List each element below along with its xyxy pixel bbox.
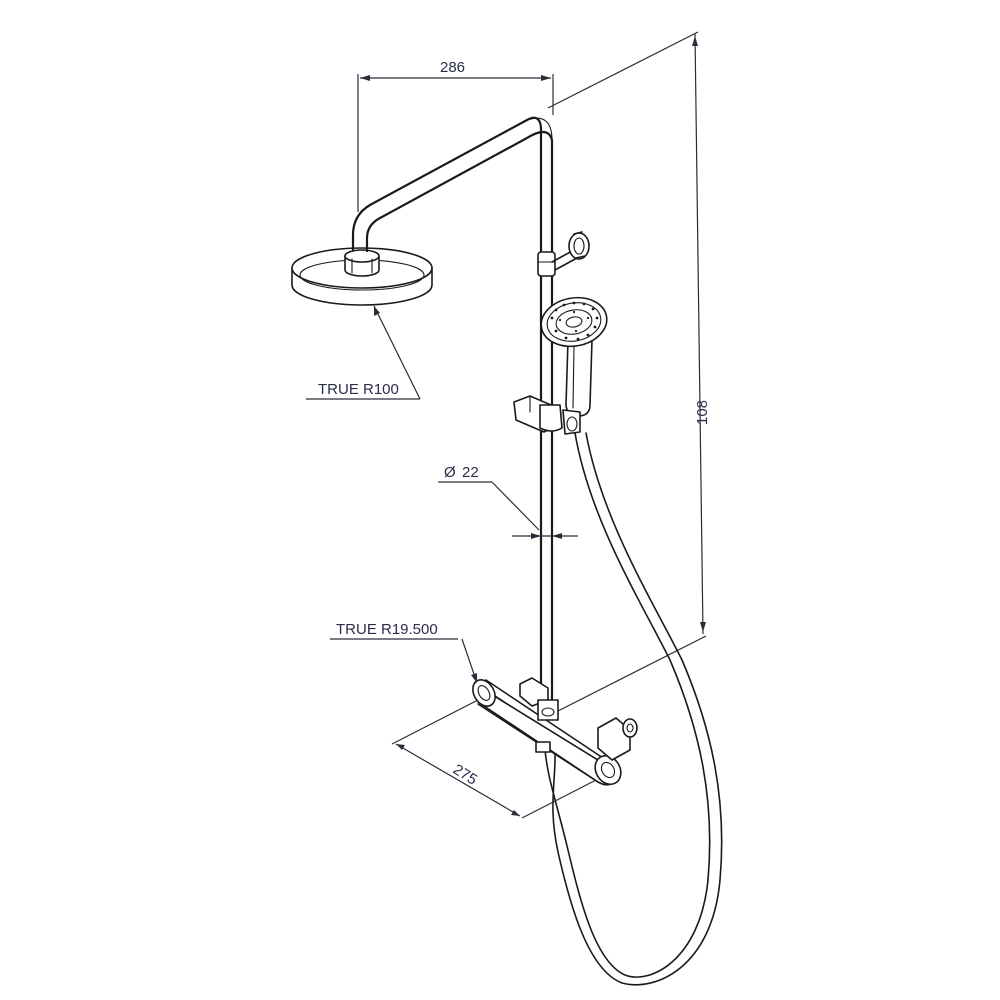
- leader-diameter-22: Ø 22: [438, 464, 578, 539]
- wall-bracket: [551, 231, 590, 271]
- hand-shower: [540, 296, 608, 417]
- shower-arm: [351, 116, 554, 254]
- dimension-275-label: 275: [450, 761, 480, 789]
- diameter-22-label: 22: [462, 464, 479, 481]
- leader-true-r19-500: TRUE R19.500: [330, 621, 477, 683]
- overhead-shower-head: [291, 247, 433, 306]
- shower-hose: [544, 432, 723, 986]
- diameter-symbol: Ø: [444, 464, 456, 481]
- dimension-108: 108: [547, 31, 711, 713]
- dimension-108-label: 108: [694, 400, 711, 425]
- slide-holder: [513, 395, 581, 435]
- thermostatic-valve: [472, 677, 638, 786]
- true-r100-label: TRUE R100: [318, 381, 399, 398]
- dimension-286-label: 286: [440, 59, 465, 76]
- dimension-286: 286: [357, 59, 554, 212]
- true-r19-500-label: TRUE R19.500: [336, 621, 438, 638]
- leader-true-r100: TRUE R100: [306, 305, 421, 400]
